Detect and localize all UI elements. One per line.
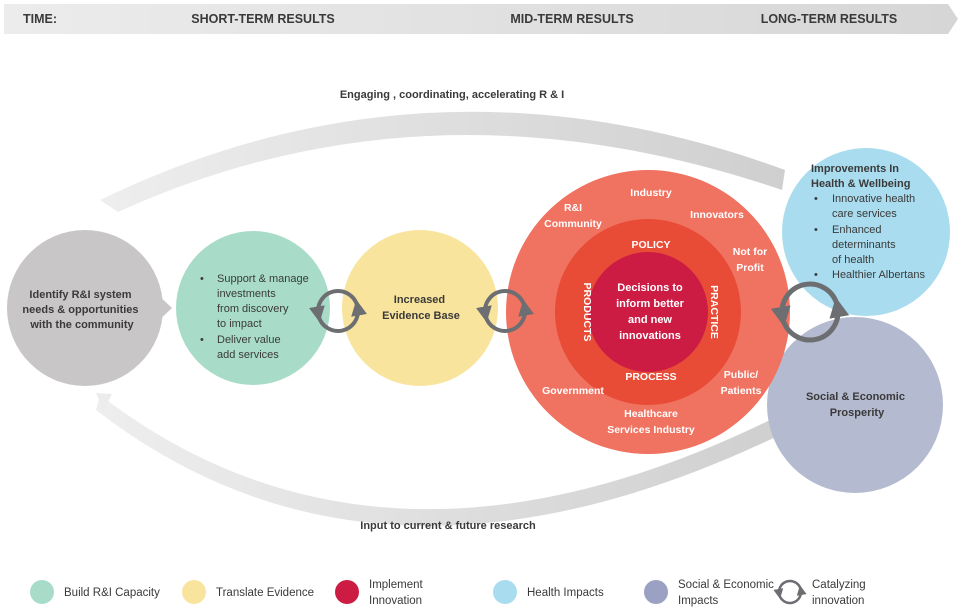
legend-item: Health Impacts xyxy=(493,580,604,604)
ring-policy: POLICY xyxy=(631,239,670,251)
legend-item: Translate Evidence xyxy=(182,580,314,604)
capacity-bullet-text: Deliver value xyxy=(217,334,281,346)
legend-swatch-icon xyxy=(335,580,359,604)
stakeholder-ri-community: Community xyxy=(544,218,602,230)
legend-swatch-icon xyxy=(493,580,517,604)
health-bullet-text: care services xyxy=(832,208,897,220)
build-capacity-node: • Support & manage investments from disc… xyxy=(176,231,330,385)
legend: Build R&I Capacity Translate Evidence Impl… xyxy=(30,579,866,607)
identify-needs-node: Identify R&I system needs & opportunitie… xyxy=(7,230,172,386)
core-line: innovations xyxy=(619,330,681,342)
ring-products: PRODUCTS xyxy=(581,283,593,342)
timeline-stage-long: LONG-TERM RESULTS xyxy=(761,12,898,26)
stakeholder-public-patients: Patients xyxy=(721,385,762,397)
capacity-bullet-text: Support & manage xyxy=(217,273,309,285)
legend-label: Health Impacts xyxy=(527,587,604,599)
stakeholder-government: Government xyxy=(542,385,604,397)
health-bullet-text: of health xyxy=(832,254,874,266)
stakeholder-innovators: Innovators xyxy=(690,209,744,221)
legend-swatch-icon xyxy=(30,580,54,604)
ring-process: PROCESS xyxy=(625,371,676,383)
legend-label: Implement xyxy=(369,579,423,591)
implement-innovation-node: Industry R&I Community Innovators Not fo… xyxy=(506,170,790,454)
legend-item: Catalyzing innovation xyxy=(773,579,866,607)
core-line: inform better xyxy=(616,298,685,310)
cycle-arrows-icon xyxy=(309,289,367,333)
legend-label: Build R&I Capacity xyxy=(64,587,160,599)
prosperity-line: Prosperity xyxy=(830,407,885,419)
legend-label: Translate Evidence xyxy=(216,587,314,599)
stakeholder-industry: Industry xyxy=(630,187,672,199)
stakeholder-public-patients: Public/ xyxy=(724,369,759,381)
stakeholder-healthcare: Services Industry xyxy=(607,424,695,436)
svg-text:Improvements In Health &: Improvements In Health & Wellbeing • Inn… xyxy=(811,163,925,281)
bottom-arc-label: Input to current & future research xyxy=(360,520,536,532)
legend-swatch-icon xyxy=(182,580,206,604)
legend-label: innovation xyxy=(812,595,864,607)
identify-line: Identify R&I system xyxy=(29,289,131,301)
cycle-arrows-icon xyxy=(476,289,534,333)
stakeholder-ri-community: R&I xyxy=(564,202,582,214)
legend-label: Impacts xyxy=(678,595,719,607)
prosperity-line: Social & Economic xyxy=(806,391,905,403)
core-line: Decisions to xyxy=(617,282,683,294)
cycle-arrows-icon xyxy=(770,281,850,343)
legend-item: Build R&I Capacity xyxy=(30,580,160,604)
health-bullet-text: Healthier Albertans xyxy=(832,269,925,281)
health-title: Health & Wellbeing xyxy=(811,178,910,190)
legend-label: Catalyzing xyxy=(812,579,866,591)
cycle-arrows-icon xyxy=(773,579,807,605)
timeline-stage-short: SHORT-TERM RESULTS xyxy=(191,12,335,26)
timeline-bar: TIME: SHORT-TERM RESULTS MID-TERM RESULT… xyxy=(4,4,958,34)
capacity-bullet-text: to impact xyxy=(217,318,262,330)
health-bullet-text: Enhanced xyxy=(832,224,882,236)
bottom-feedback-arc: Input to current & future research xyxy=(96,393,786,532)
top-arc-label: Engaging , coordinating, accelerating R … xyxy=(340,89,564,101)
evidence-line: Evidence Base xyxy=(382,310,460,322)
evidence-base-node: Increased Evidence Base xyxy=(342,230,498,386)
svg-text:Identify R&I system need: Identify R&I system needs & opportunitie… xyxy=(22,289,141,331)
stakeholder-not-for-profit: Profit xyxy=(736,262,764,274)
stakeholder-healthcare: Healthcare xyxy=(624,408,678,420)
capacity-bullet-text: investments xyxy=(217,288,276,300)
capacity-bullet-text: from discovery xyxy=(217,303,289,315)
top-feedback-arc: Engaging , coordinating, accelerating R … xyxy=(100,89,785,212)
legend-label: Innovation xyxy=(369,595,422,607)
health-bullet-text: determinants xyxy=(832,239,896,251)
health-title: Improvements In xyxy=(811,163,899,175)
legend-label: Social & Economic xyxy=(678,579,774,591)
timeline-stage-mid: MID-TERM RESULTS xyxy=(510,12,633,26)
health-bullet-text: Innovative health xyxy=(832,193,915,205)
core-line: and new xyxy=(628,314,672,326)
prosperity-node: Social & Economic Prosperity xyxy=(767,317,943,493)
svg-text:Social & Economic Prospe: Social & Economic Prosperity xyxy=(806,391,908,419)
stakeholder-not-for-profit: Not for xyxy=(733,246,767,258)
identify-line: needs & opportunities xyxy=(22,304,138,316)
health-impacts-node: Improvements In Health & Wellbeing • Inn… xyxy=(782,148,950,316)
svg-text:Increased Evidence Base: Increased Evidence Base xyxy=(382,294,460,322)
evidence-line: Increased xyxy=(394,294,445,306)
svg-text:• Support & manage: • Support & manage investments from disc… xyxy=(200,273,312,361)
capacity-bullet-text: add services xyxy=(217,349,279,361)
legend-swatch-icon xyxy=(644,580,668,604)
identify-line: with the community xyxy=(29,319,134,331)
timeline-label: TIME: xyxy=(23,12,57,26)
ring-practice: PRACTICE xyxy=(708,285,720,339)
